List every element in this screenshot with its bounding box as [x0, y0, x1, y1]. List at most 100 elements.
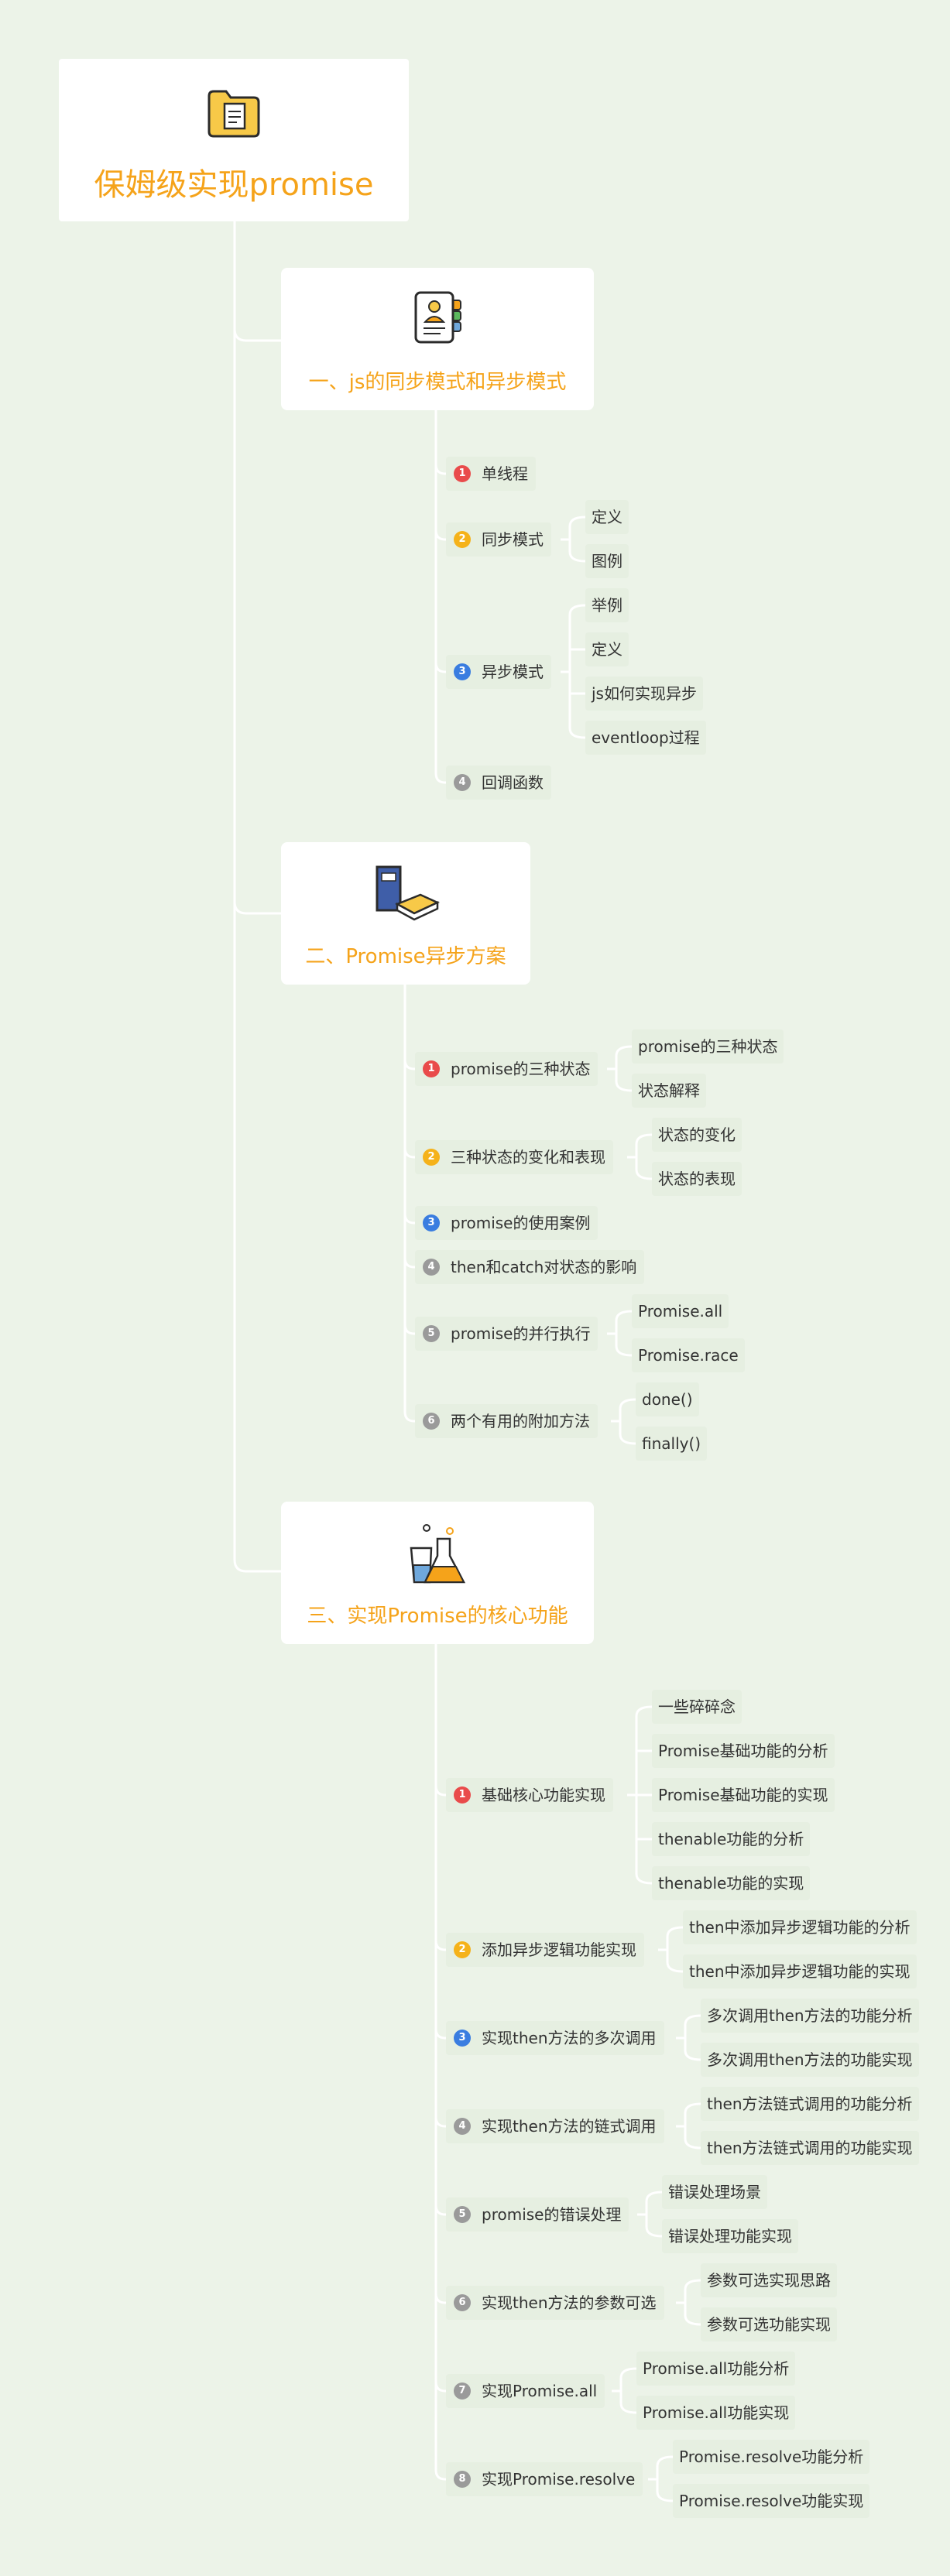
s3-item-1[interactable]: 1 基础核心功能实现	[446, 1778, 613, 1812]
s2-item-6-child-2[interactable]: finally()	[636, 1427, 708, 1461]
s2-item-1-child-1[interactable]: promise的三种状态	[632, 1029, 784, 1064]
s3-item-7-child-1[interactable]: Promise.all功能分析	[636, 2352, 796, 2386]
number-badge-icon: 6	[423, 1413, 440, 1430]
connector-line	[684, 2014, 701, 2061]
s3-item-8[interactable]: 8 实现Promise.resolve	[446, 2462, 643, 2496]
s2-item-2-child-1[interactable]: 状态的变化	[652, 1118, 742, 1152]
number-badge-icon: 2	[423, 1149, 440, 1166]
item-label: 回调函数	[482, 773, 544, 792]
s3-item-6[interactable]: 6 实现then方法的参数可选	[446, 2286, 664, 2320]
number-badge-icon: 7	[454, 2382, 471, 2400]
number-badge-icon: 5	[454, 2206, 471, 2223]
connector-line	[568, 516, 586, 563]
item-label: 实现then方法的链式调用	[482, 2117, 657, 2136]
number-badge-icon: 3	[454, 2030, 471, 2047]
s1-item-3-child-1[interactable]: 举例	[585, 588, 629, 622]
connector-line	[403, 1257, 417, 1269]
s1-item-2-child-1[interactable]: 定义	[585, 500, 629, 534]
s3-item-2-child-2[interactable]: then中添加异步逻辑功能的实现	[683, 1954, 917, 1989]
s1-item-2[interactable]: 2 同步模式	[446, 522, 551, 557]
s3-item-3[interactable]: 3 实现then方法的多次调用	[446, 2021, 664, 2055]
connector-line	[619, 1398, 636, 1445]
s3-item-5[interactable]: 5 promise的错误处理	[446, 2197, 629, 2232]
number-badge-icon: 4	[454, 2118, 471, 2135]
s2-item-5-child-2[interactable]: Promise.race	[632, 1338, 745, 1372]
number-badge-icon: 3	[454, 663, 471, 680]
item-label: 三种状态的变化和表现	[451, 1148, 605, 1166]
s3-item-1-child-4[interactable]: thenable功能的分析	[652, 1822, 811, 1856]
item-label: 实现then方法的多次调用	[482, 2029, 657, 2047]
s1-item-4[interactable]: 4 回调函数	[446, 766, 551, 800]
s2-item-2[interactable]: 2 三种状态的变化和表现	[415, 1140, 613, 1174]
connector-line	[233, 328, 281, 342]
section-1-node[interactable]: 一、js的同步模式和异步模式	[281, 268, 594, 410]
s1-item-1[interactable]: 1 单线程	[446, 457, 536, 491]
connector-line	[434, 2293, 448, 2304]
number-badge-icon: 2	[454, 531, 471, 548]
s3-item-1-child-1[interactable]: 一些碎碎念	[652, 1690, 742, 1724]
s2-item-4[interactable]: 4 then和catch对状态的影响	[415, 1250, 645, 1284]
number-badge-icon: 8	[454, 2471, 471, 2488]
s3-item-1-child-5[interactable]: thenable功能的实现	[652, 1866, 811, 1900]
connector-line	[568, 604, 586, 739]
s3-item-5-child-1[interactable]: 错误处理场景	[662, 2175, 767, 2209]
s1-item-3-child-3[interactable]: js如何实现异步	[585, 677, 703, 711]
section-1-title: 一、js的同步模式和异步模式	[308, 371, 567, 394]
connector-line	[434, 1940, 448, 1951]
connector-line	[684, 2279, 701, 2326]
connector-line	[635, 1133, 653, 1180]
number-badge-icon: 3	[423, 1214, 440, 1231]
s2-item-6[interactable]: 6 两个有用的附加方法	[415, 1404, 598, 1438]
item-label: promise的使用案例	[451, 1214, 591, 1232]
item-label: 基础核心功能实现	[482, 1786, 605, 1804]
s3-item-6-child-1[interactable]: 参数可选实现思路	[701, 2263, 837, 2297]
connector-line	[434, 2381, 448, 2393]
s1-item-3-child-2[interactable]: 定义	[585, 632, 629, 666]
number-badge-icon: 1	[423, 1060, 440, 1077]
s3-item-4[interactable]: 4 实现then方法的链式调用	[446, 2109, 664, 2143]
connector-line	[434, 2204, 448, 2216]
section-3-node[interactable]: 三、实现Promise的核心功能	[281, 1502, 594, 1644]
root-node[interactable]: 保姆级实现promise	[59, 59, 409, 221]
connector-line	[403, 985, 417, 1423]
s3-item-8-child-2[interactable]: Promise.resolve功能实现	[673, 2484, 870, 2518]
item-label: 实现then方法的参数可选	[482, 2293, 657, 2312]
connector-line	[434, 464, 448, 475]
s3-item-2[interactable]: 2 添加异步逻辑功能实现	[446, 1933, 644, 1967]
s3-item-5-child-2[interactable]: 错误处理功能实现	[662, 2219, 798, 2253]
s2-item-5[interactable]: 5 promise的并行执行	[415, 1317, 598, 1351]
s2-item-2-child-2[interactable]: 状态的表现	[652, 1162, 742, 1196]
number-badge-icon: 1	[454, 1786, 471, 1804]
section-2-node[interactable]: 二、Promise异步方案	[281, 842, 530, 985]
s3-item-4-child-1[interactable]: then方法链式调用的功能分析	[701, 2087, 919, 2121]
connector-line	[619, 2367, 637, 2414]
s3-item-3-child-2[interactable]: 多次调用then方法的功能实现	[701, 2043, 919, 2077]
contact-card-icon	[411, 289, 465, 350]
s2-item-5-child-1[interactable]: Promise.all	[632, 1294, 729, 1328]
item-label: 异步模式	[482, 663, 544, 681]
s3-item-2-child-1[interactable]: then中添加异步逻辑功能的分析	[683, 1910, 917, 1944]
s3-item-7[interactable]: 7 实现Promise.all	[446, 2374, 605, 2408]
s3-item-4-child-2[interactable]: then方法链式调用的功能实现	[701, 2131, 919, 2165]
s3-item-7-child-2[interactable]: Promise.all功能实现	[636, 2396, 796, 2430]
connector-line	[434, 2116, 448, 2128]
connector-line	[434, 1644, 448, 2481]
s3-item-1-child-3[interactable]: Promise基础功能的实现	[652, 1778, 835, 1812]
s2-item-1-child-2[interactable]: 状态解释	[632, 1074, 706, 1108]
s3-item-3-child-1[interactable]: 多次调用then方法的功能分析	[701, 1999, 919, 2033]
s1-item-2-child-2[interactable]: 图例	[585, 544, 629, 578]
item-label: 两个有用的附加方法	[451, 1412, 590, 1430]
number-badge-icon: 5	[423, 1325, 440, 1342]
s2-item-3[interactable]: 3 promise的使用案例	[415, 1206, 598, 1240]
s2-item-6-child-1[interactable]: done()	[636, 1382, 699, 1416]
s3-item-1-child-2[interactable]: Promise基础功能的分析	[652, 1734, 835, 1768]
lab-flask-icon	[410, 1523, 466, 1590]
s3-item-6-child-2[interactable]: 参数可选功能实现	[701, 2307, 837, 2341]
s1-item-3[interactable]: 3 异步模式	[446, 655, 551, 689]
s1-item-3-child-4[interactable]: eventloop过程	[585, 721, 706, 755]
s3-item-8-child-1[interactable]: Promise.resolve功能分析	[673, 2440, 870, 2474]
number-badge-icon: 4	[423, 1259, 440, 1276]
connector-line	[434, 410, 448, 784]
s2-item-1[interactable]: 1 promise的三种状态	[415, 1052, 598, 1086]
item-label: 实现Promise.all	[482, 2382, 598, 2400]
